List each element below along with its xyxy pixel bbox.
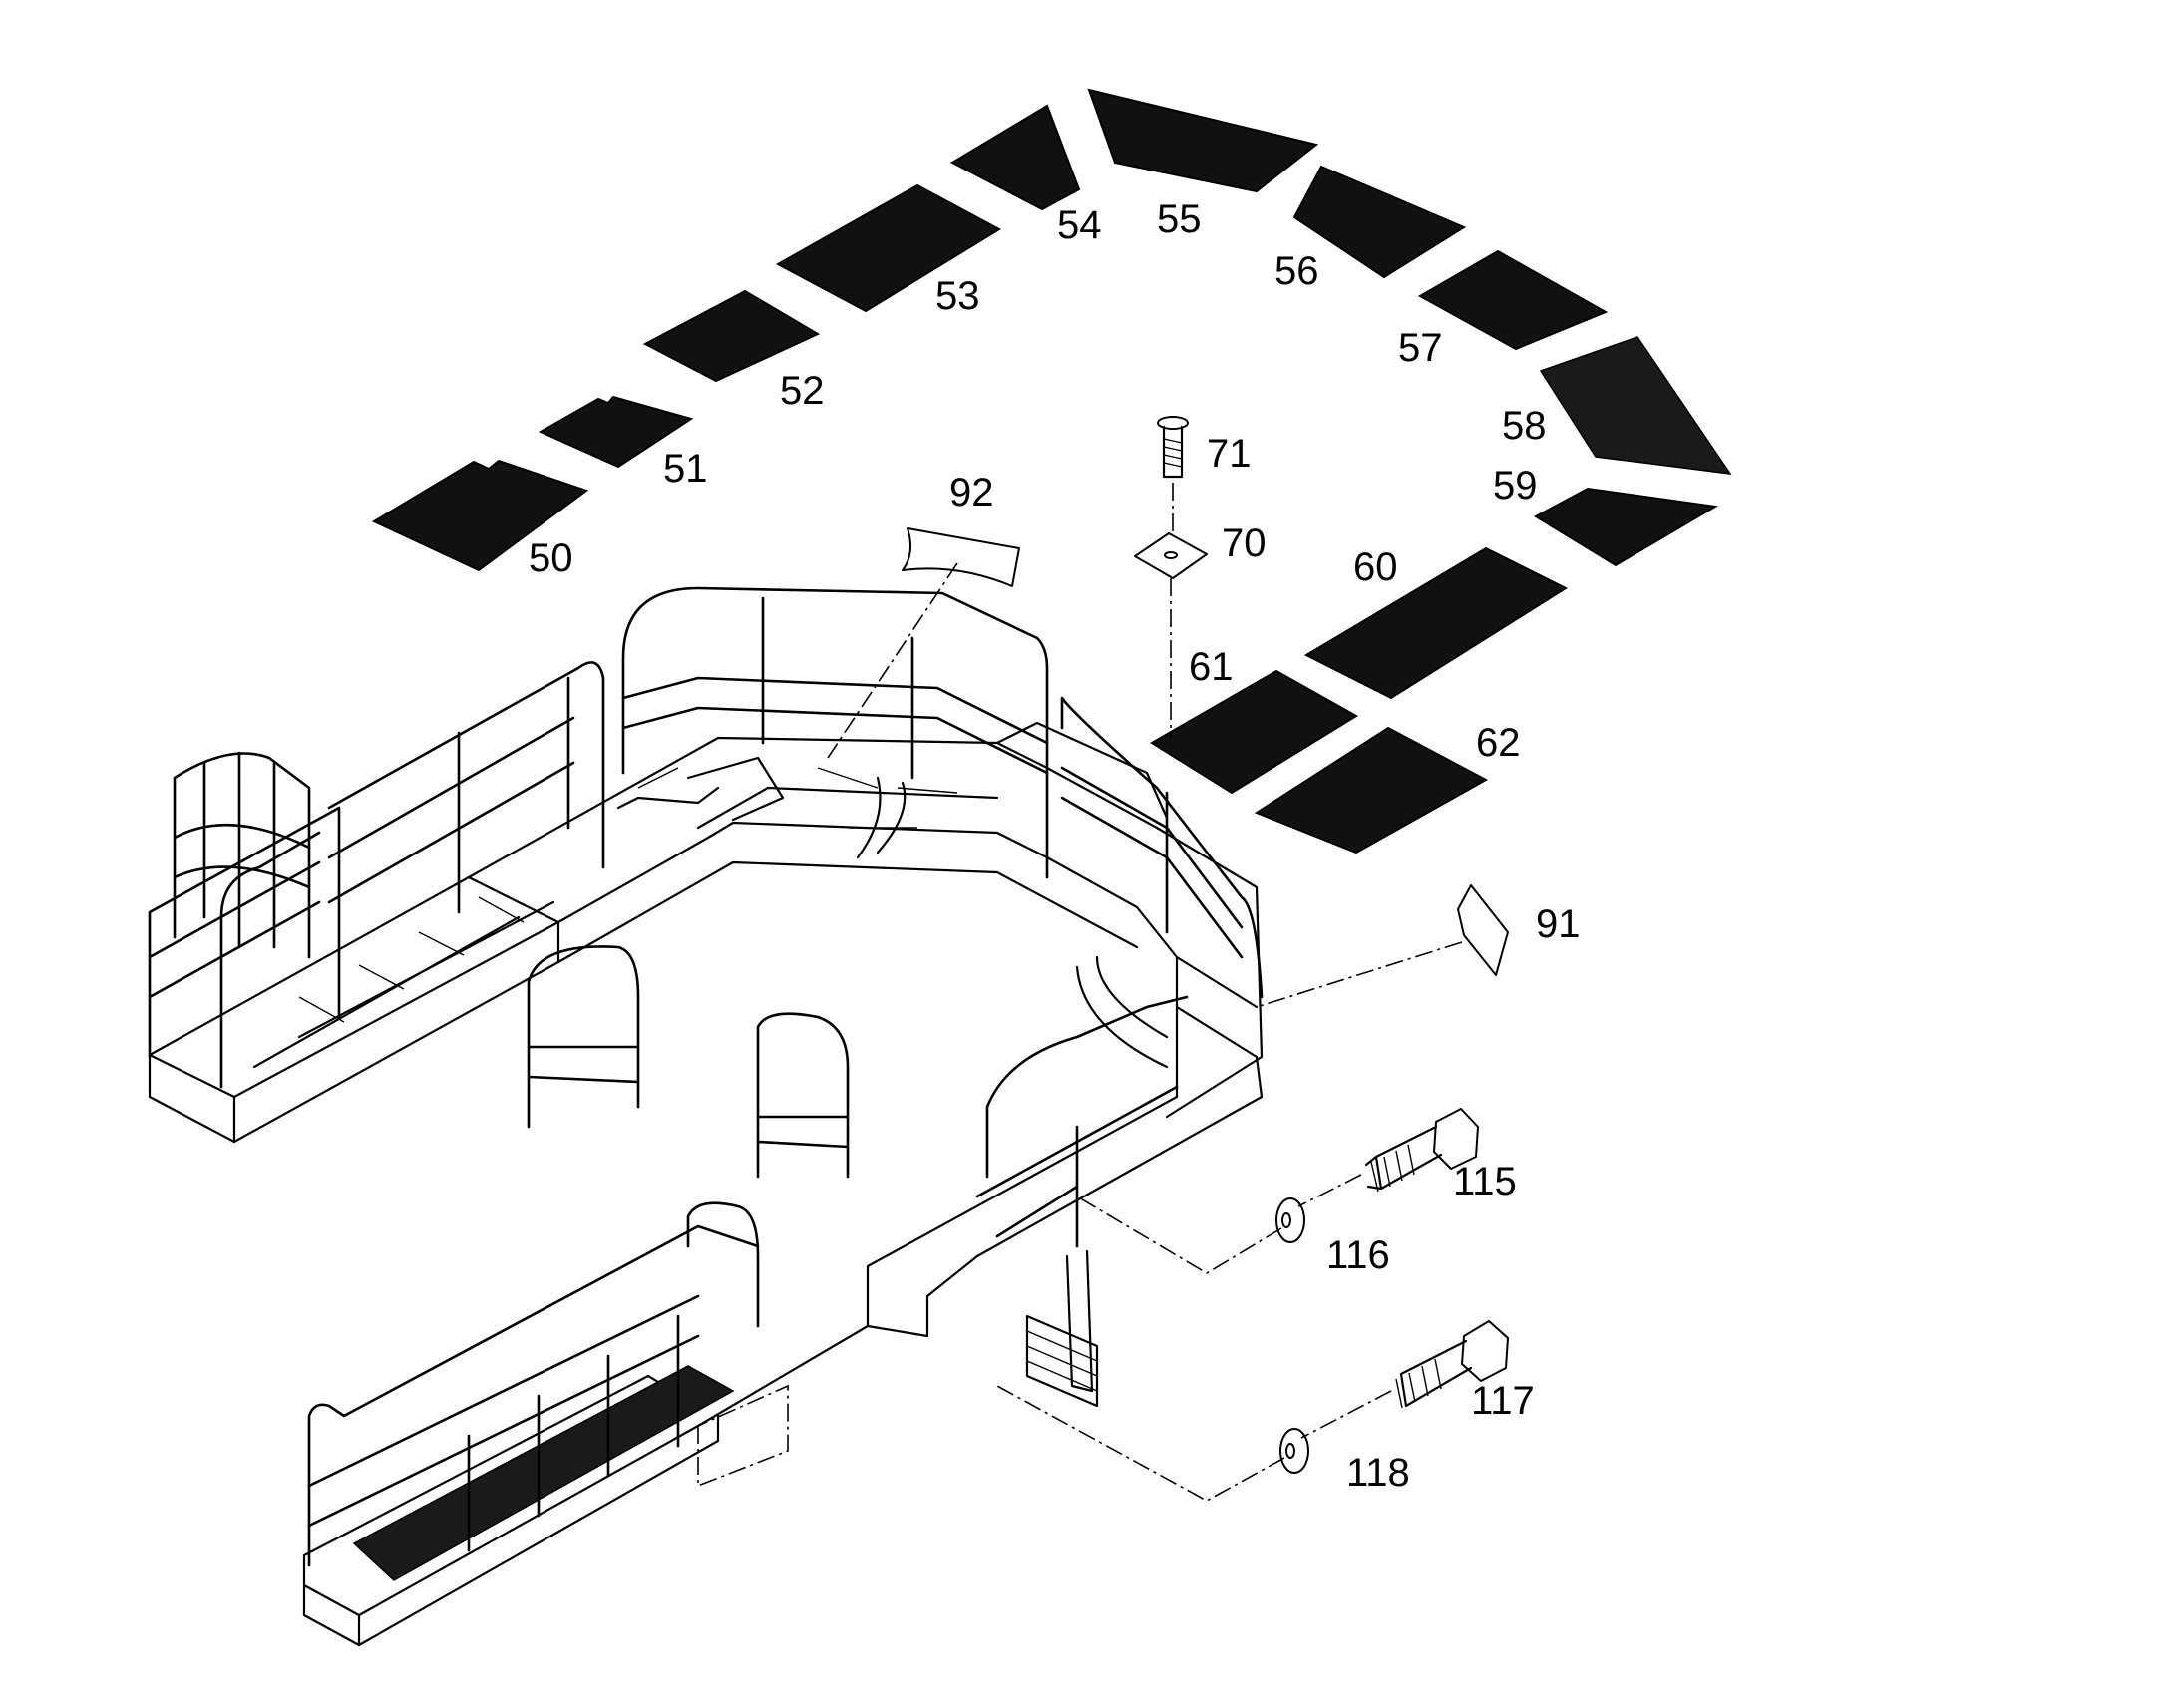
leader-71-70-61 — [1170, 483, 1174, 738]
mat-55 — [1087, 88, 1319, 193]
mat-50 — [371, 459, 589, 572]
callout-91: 91 — [1536, 902, 1581, 946]
mat-56 — [1292, 165, 1467, 279]
callout-71: 71 — [1207, 432, 1252, 476]
callout-60: 60 — [1353, 545, 1398, 589]
platform-frame — [148, 721, 1264, 1647]
leader-117-118 — [996, 1385, 1392, 1502]
callout-57: 57 — [1398, 326, 1443, 370]
callout-50: 50 — [529, 536, 573, 580]
fastener-70-plate — [1134, 532, 1208, 579]
leader-115-116 — [1076, 1174, 1362, 1274]
callout-55: 55 — [1157, 197, 1202, 241]
callout-labels: 50 51 52 53 54 55 56 57 58 59 60 61 62 7… — [529, 197, 1581, 1495]
bolt-117 — [1395, 1320, 1509, 1409]
mat-62 — [1254, 726, 1489, 854]
sign-92 — [902, 527, 1020, 587]
mat-54 — [949, 104, 1081, 211]
fastener-71-screw — [1157, 416, 1189, 479]
washer-116 — [1275, 1197, 1305, 1243]
callout-56: 56 — [1274, 249, 1319, 293]
callout-53: 53 — [935, 274, 980, 318]
mat-53 — [775, 183, 1002, 313]
mat-57 — [1417, 249, 1609, 351]
washer-118 — [1279, 1428, 1309, 1474]
mat-58 — [1539, 336, 1732, 475]
handrails — [148, 586, 1264, 1567]
mat-60 — [1303, 546, 1569, 700]
callout-54: 54 — [1057, 203, 1102, 247]
leader-92 — [827, 562, 958, 759]
callout-62: 62 — [1476, 721, 1521, 765]
sign-91 — [1457, 884, 1509, 976]
callout-52: 52 — [780, 369, 825, 413]
callout-92: 92 — [949, 471, 994, 514]
callout-58: 58 — [1502, 404, 1547, 448]
mat-51 — [538, 395, 694, 469]
callout-116: 116 — [1326, 1233, 1390, 1277]
mat-61 — [1150, 669, 1358, 795]
callout-59: 59 — [1493, 464, 1538, 508]
mat-52 — [642, 289, 821, 383]
callout-70: 70 — [1222, 521, 1267, 565]
callout-117: 117 — [1471, 1379, 1535, 1423]
bolt-115 — [1364, 1108, 1479, 1193]
walkway-grate — [352, 1365, 735, 1581]
callout-118: 118 — [1346, 1451, 1410, 1495]
callout-51: 51 — [663, 447, 708, 491]
leader-91 — [1256, 941, 1463, 1008]
callout-61: 61 — [1189, 645, 1234, 689]
floor-mats — [371, 88, 1732, 854]
mat-59 — [1533, 487, 1718, 567]
callout-115: 115 — [1453, 1160, 1517, 1203]
